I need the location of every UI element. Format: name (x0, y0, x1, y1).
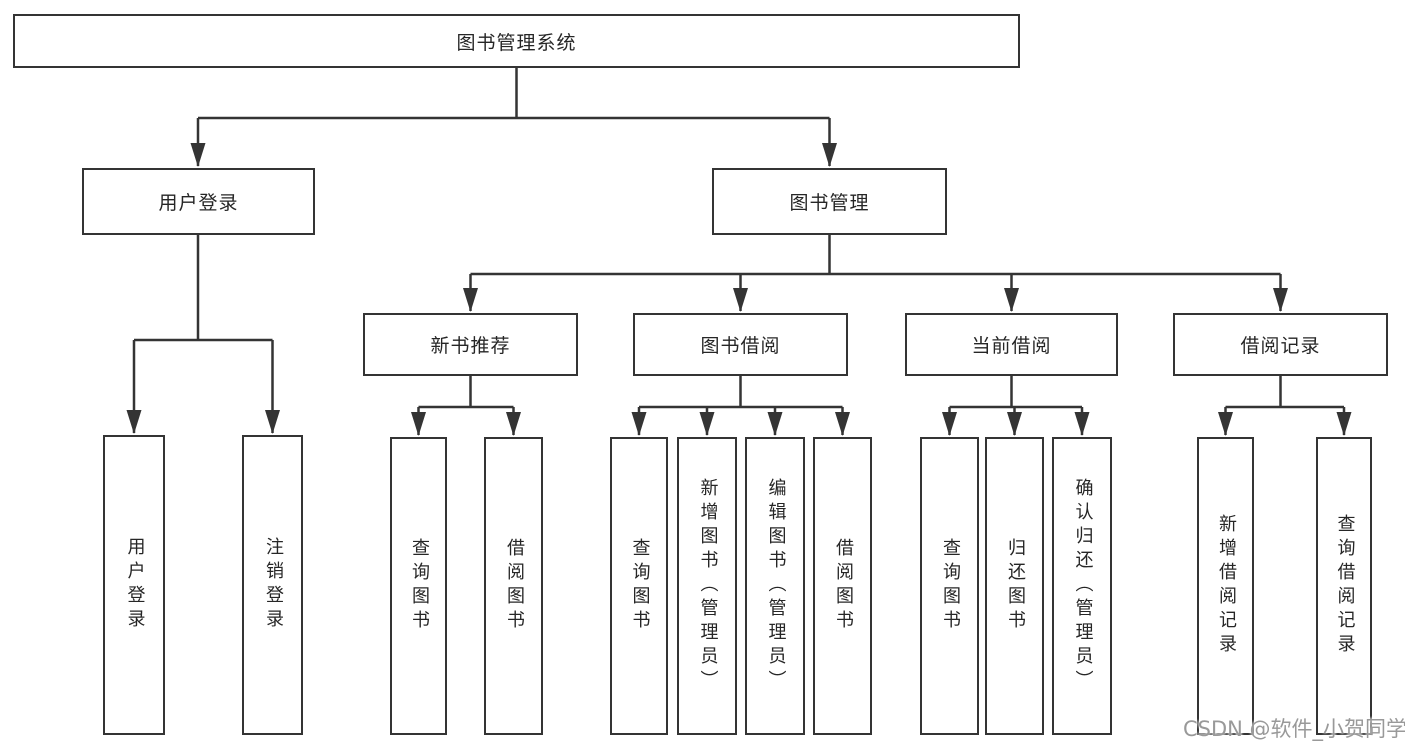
node-label: 用户登录 (124, 537, 146, 633)
node-label: 查询图书 (939, 538, 961, 634)
node-label: 图书管理系统 (456, 31, 577, 54)
leaf-newbook-query-books: 查询图书 (390, 437, 447, 735)
leaf-current-return-books: 归还图书 (985, 437, 1044, 735)
node-current-borrowing: 当前借阅 (905, 313, 1118, 376)
node-label: 借阅图书 (503, 538, 525, 634)
node-label: 查询借阅记录 (1334, 514, 1356, 658)
node-label: 查询图书 (629, 538, 651, 634)
node-label: 注销登录 (262, 537, 284, 633)
node-label: 当前借阅 (971, 335, 1052, 357)
node-label: 新增借阅记录 (1215, 514, 1237, 658)
node-user-login: 用户登录 (82, 168, 315, 235)
node-label: 图书管理 (789, 192, 870, 214)
node-label: 新书推荐 (430, 335, 511, 357)
node-label: 用户登录 (158, 192, 239, 214)
node-label: 借阅记录 (1240, 335, 1321, 357)
leaf-records-query-record: 查询借阅记录 (1316, 437, 1372, 735)
node-library-management-system: 图书管理系统 (13, 14, 1020, 68)
node-label: 查询图书 (408, 538, 430, 634)
leaf-logout: 注销登录 (242, 435, 303, 735)
node-new-book-recommend: 新书推荐 (363, 313, 578, 376)
csdn-watermark: CSDN @软件_小贺同学 (1183, 717, 1405, 741)
leaf-borrowing-edit-books-admin: 编辑图书（管理员） (745, 437, 805, 735)
node-borrowing-records: 借阅记录 (1173, 313, 1388, 376)
node-label: 编辑图书（管理员） (765, 478, 787, 694)
node-book-management: 图书管理 (712, 168, 947, 235)
leaf-user-login: 用户登录 (103, 435, 165, 735)
connector-bus (134, 68, 1344, 409)
node-label: 确认归还（管理员） (1072, 478, 1094, 694)
node-label: 图书借阅 (700, 335, 781, 357)
node-label: 新增图书（管理员） (697, 478, 719, 694)
leaf-current-query-books: 查询图书 (920, 437, 979, 735)
node-label: 归还图书 (1004, 538, 1026, 634)
leaf-borrowing-add-books-admin: 新增图书（管理员） (677, 437, 737, 735)
leaf-records-add-record: 新增借阅记录 (1197, 437, 1254, 735)
leaf-current-confirm-return-admin: 确认归还（管理员） (1052, 437, 1112, 735)
leaf-newbook-borrow-books: 借阅图书 (484, 437, 543, 735)
node-label: 借阅图书 (832, 538, 854, 634)
leaf-borrowing-borrow-books: 借阅图书 (813, 437, 872, 735)
leaf-borrowing-query-books: 查询图书 (610, 437, 668, 735)
node-book-borrowing: 图书借阅 (633, 313, 848, 376)
